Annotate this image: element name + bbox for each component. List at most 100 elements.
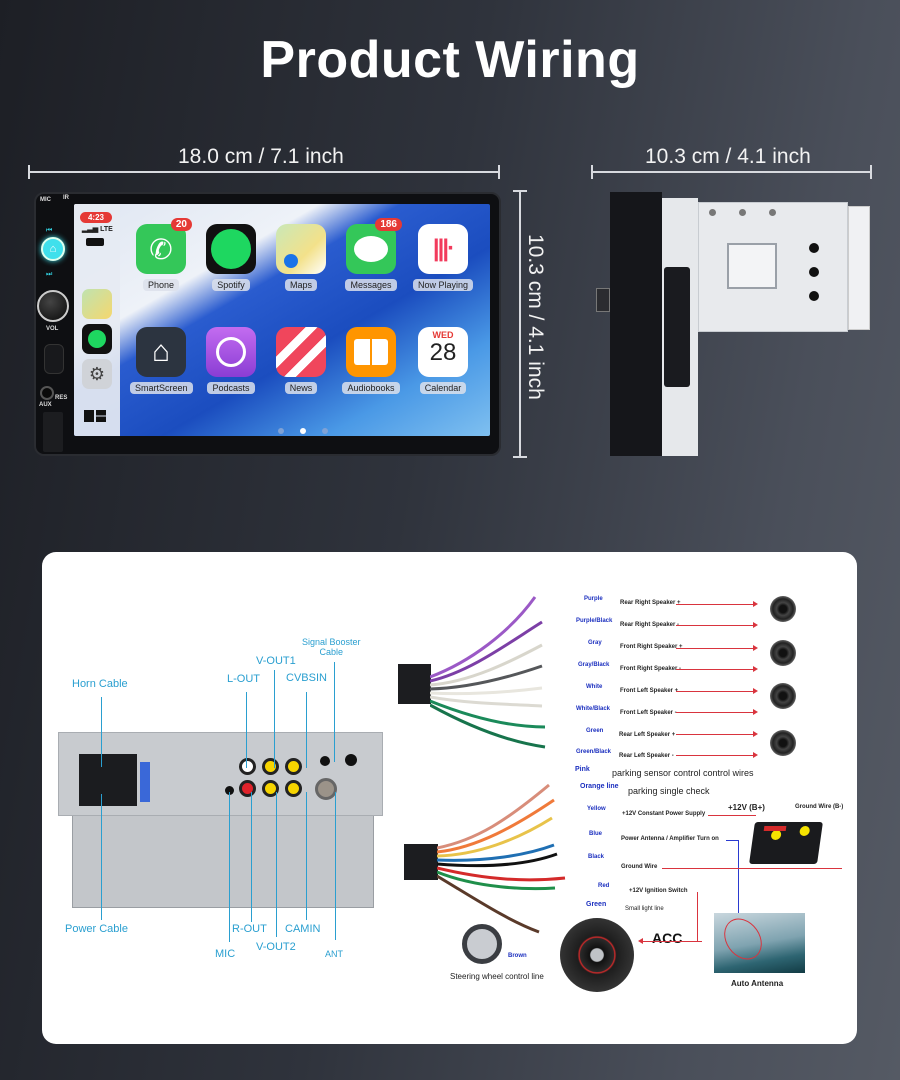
label-v-out2: V-OUT2 xyxy=(256,941,296,953)
control-strip: MIC IR ⏮ ⌂ ⏭ VOL AUX RES xyxy=(36,194,72,454)
blue-line xyxy=(726,840,739,841)
extra-port xyxy=(345,754,357,766)
calendar-day: WED xyxy=(432,330,454,340)
app-maps[interactable]: Maps xyxy=(270,224,332,293)
rca-v-out1 xyxy=(262,758,279,775)
label-v-out1: V-OUT1 xyxy=(256,655,296,667)
rca-cvbsin xyxy=(285,758,302,775)
wire-function-green: Small light line xyxy=(625,906,664,912)
speaker-icon xyxy=(770,640,796,666)
callout-line-lout xyxy=(246,692,247,768)
vol-label: VOL xyxy=(46,326,59,332)
wire-function-pink: parking sensor control control wires xyxy=(612,768,754,778)
spotify-icon xyxy=(206,224,256,274)
label-ant: ANT xyxy=(325,949,343,959)
head-unit-front: MIC IR ⏮ ⌂ ⏭ VOL AUX RES 4:23 ▂▃▅ LTE ⚙ … xyxy=(34,192,501,456)
battery-positive-terminal xyxy=(770,830,782,840)
app-spotify[interactable]: Spotify xyxy=(200,224,262,293)
wire-label-brown: Brown xyxy=(508,953,527,959)
res-label: RES xyxy=(55,395,68,401)
app-calendar[interactable]: WED 28 Calendar xyxy=(412,327,474,396)
app-grid-icon[interactable] xyxy=(84,410,106,422)
page-dot-1[interactable] xyxy=(278,428,284,434)
arrow-line xyxy=(676,645,758,651)
app-news[interactable]: News xyxy=(270,327,332,396)
home-button[interactable]: ⌂ xyxy=(41,237,65,261)
side-chassis xyxy=(698,202,848,332)
front-width-label: 18.0 cm / 7.1 inch xyxy=(178,145,344,168)
arrow-line xyxy=(676,709,758,715)
fuse xyxy=(140,762,150,802)
usb-port[interactable] xyxy=(43,412,63,452)
messages-badge: 186 xyxy=(375,218,402,231)
carplay-screen[interactable]: 4:23 ▂▃▅ LTE ⚙ ✆20 Phone Spotify Maps 18… xyxy=(74,204,490,436)
acc-arrow xyxy=(640,941,702,942)
auto-antenna-label: Auto Antenna xyxy=(731,979,784,988)
messages-icon: 186 xyxy=(346,218,402,274)
sd-slot[interactable] xyxy=(44,344,64,374)
front-width-dimension xyxy=(28,165,500,179)
prev-track-button[interactable]: ⏮ xyxy=(46,227,53,234)
rear-panel-diagram xyxy=(58,732,383,910)
power-harness-connector xyxy=(404,844,438,880)
page-dot-3[interactable] xyxy=(322,428,328,434)
antenna-port xyxy=(315,778,337,800)
wire-label-orange: Orange line xyxy=(580,783,619,790)
app-messages[interactable]: 186 Messages xyxy=(340,218,402,293)
callout-line-cvbsin xyxy=(306,692,307,768)
wire-label-green: Green xyxy=(586,901,607,908)
smartscreen-icon: ⌂ xyxy=(136,327,186,377)
aux-jack[interactable] xyxy=(40,386,54,400)
wire-function-yellow: +12V Constant Power Supply xyxy=(622,811,706,817)
front-height-label: 10.3 cm / 4.1 inch xyxy=(524,234,547,400)
label-r-out: R-OUT xyxy=(232,923,267,935)
app-audiobooks[interactable]: Audiobooks xyxy=(340,327,402,396)
battery-icon xyxy=(86,238,104,246)
callout-line-horn xyxy=(101,697,102,767)
dock-spotify-icon[interactable] xyxy=(82,324,112,354)
label-l-out: L-OUT xyxy=(227,673,260,685)
wire-label-black: Black xyxy=(588,854,605,860)
page-indicator[interactable] xyxy=(270,421,336,436)
app-now-playing[interactable]: |||· Now Playing xyxy=(412,224,474,293)
dock-maps-icon[interactable] xyxy=(82,289,112,319)
app-podcasts[interactable]: Podcasts xyxy=(200,327,262,396)
label-camin: CAMIN xyxy=(285,923,321,935)
rca-l-out xyxy=(239,758,256,775)
mic-jack xyxy=(225,786,234,795)
battery-negative-label: Ground Wire (B-) xyxy=(795,804,844,810)
carplay-dock: 4:23 ▂▃▅ LTE ⚙ xyxy=(74,204,120,436)
ground-line-b xyxy=(772,868,842,869)
app-phone[interactable]: ✆20 Phone xyxy=(130,218,192,293)
page-title: Product Wiring xyxy=(260,31,640,89)
app-smartscreen[interactable]: ⌂ SmartScreen xyxy=(130,327,193,396)
callout-line-ant xyxy=(335,792,336,940)
label-mic: MIC xyxy=(215,948,236,960)
volume-knob[interactable] xyxy=(37,290,69,322)
news-icon xyxy=(276,327,326,377)
signal-lte: ▂▃▅ LTE xyxy=(82,226,113,233)
battery-positive-label: +12V (B+) xyxy=(728,803,765,812)
blue-line-vertical xyxy=(738,840,739,918)
podcasts-icon xyxy=(206,327,256,377)
arrow-line xyxy=(676,731,758,737)
callout-line-vout2 xyxy=(276,792,277,937)
wire-label-red: Red xyxy=(598,883,610,889)
wire-label: Purple xyxy=(584,596,603,602)
acc-label: ACC xyxy=(652,930,683,946)
rear-chassis xyxy=(72,816,374,908)
wire-label-blue: Blue xyxy=(589,831,603,837)
calendar-icon: WED 28 xyxy=(418,327,468,377)
page-dot-2[interactable] xyxy=(300,428,306,434)
phone-icon: ✆20 xyxy=(136,218,192,274)
next-track-button[interactable]: ⏭ xyxy=(46,271,53,278)
dock-settings-icon[interactable]: ⚙ xyxy=(82,359,112,389)
audiobooks-icon xyxy=(346,327,396,377)
rca-camin xyxy=(285,780,302,797)
wire-function-red: +12V Ignition Switch xyxy=(629,888,688,894)
booster-port xyxy=(320,756,330,766)
rca-r-out xyxy=(239,780,256,797)
maps-icon xyxy=(276,224,326,274)
home-icon: ⌂ xyxy=(49,243,57,255)
